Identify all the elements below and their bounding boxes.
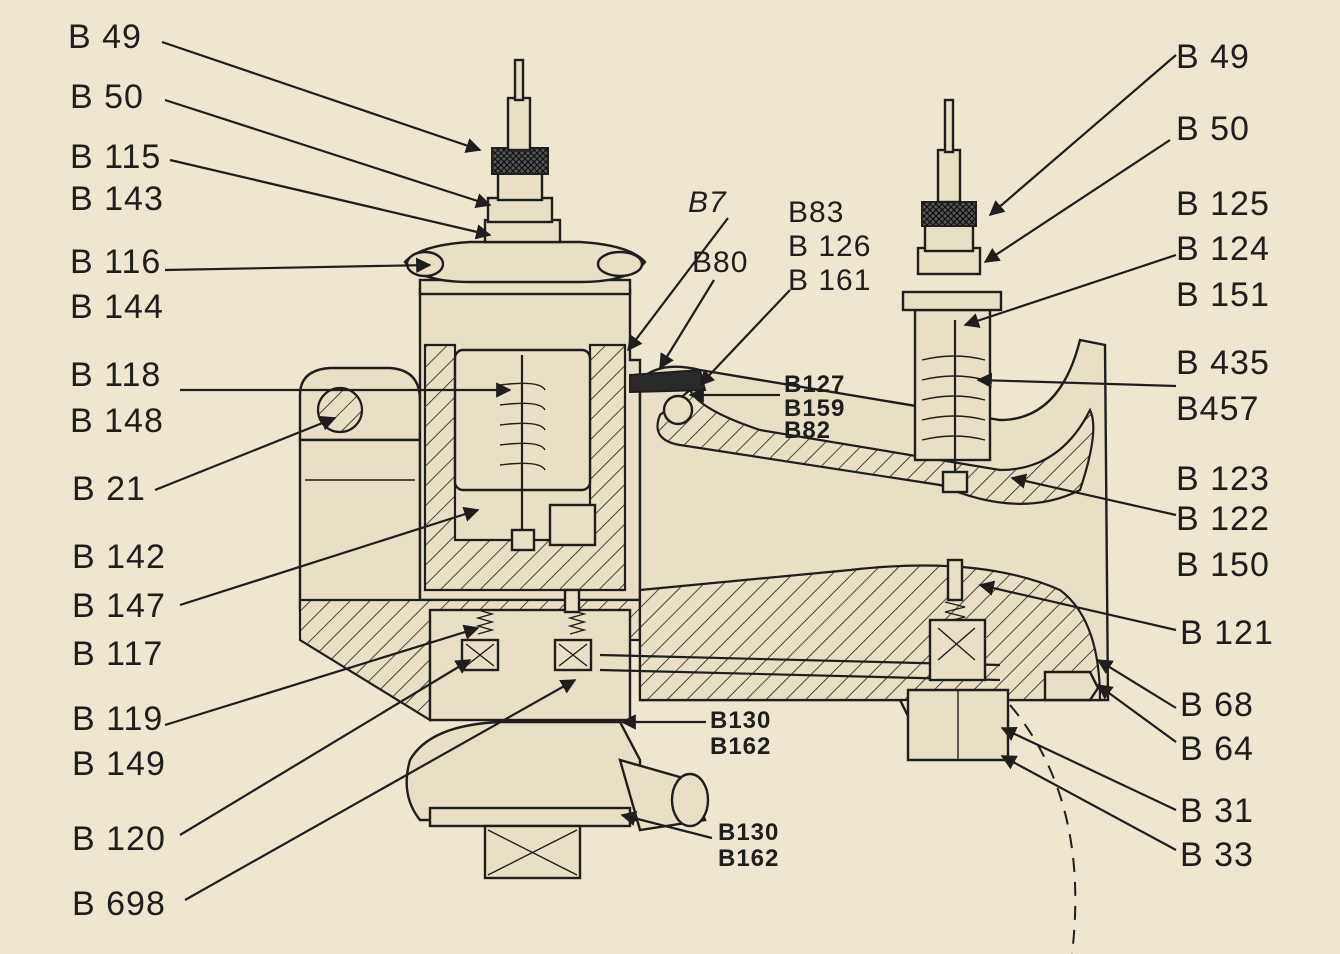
slide-top-flange [901, 290, 1003, 312]
lever-pivot [629, 368, 707, 394]
label-b118: B 118 [70, 356, 161, 394]
label-b50-right: B 50 [1176, 110, 1250, 148]
slide-knurl [921, 201, 977, 227]
lid-nut [403, 240, 647, 284]
label-b144: B 144 [70, 288, 164, 326]
label-b122: B 122 [1176, 500, 1270, 538]
labels-left: B 49 B 50 B 115 B 143 B 116 B 144 B 118 … [68, 18, 166, 923]
air-slide-column [913, 308, 992, 462]
label-b49-right: B 49 [1176, 38, 1250, 76]
needle-tip [946, 558, 964, 602]
cable-end [513, 58, 525, 102]
label-b125: B 125 [1176, 185, 1270, 223]
lid-nut-small [486, 196, 554, 224]
label-b117: B 117 [72, 635, 163, 673]
label-b50-left: B 50 [70, 78, 144, 116]
slide-adjuster-nut [916, 246, 982, 276]
label-b142: B 142 [72, 538, 166, 576]
knurled-adjuster [491, 147, 549, 175]
label-b83: B83 [788, 196, 844, 229]
label-b457: B457 [1176, 390, 1259, 428]
label-b21: B 21 [72, 470, 146, 508]
label-b162-lower: B162 [718, 845, 779, 872]
label-b126: B 126 [788, 230, 871, 263]
cable-sleeve [506, 96, 532, 152]
label-b130-lower: B130 [718, 819, 779, 846]
label-b82: B82 [784, 417, 831, 444]
label-b68: B 68 [1180, 686, 1254, 724]
label-b120: B 120 [72, 820, 166, 858]
label-b150: B 150 [1176, 546, 1270, 584]
label-b121: B 121 [1180, 614, 1274, 652]
label-b435: B 435 [1176, 344, 1270, 382]
leader-lines [154, 40, 1177, 901]
label-b149: B 149 [72, 745, 166, 783]
carburettor-drawing [298, 58, 710, 880]
label-b119: B 119 [72, 700, 163, 738]
label-b143: B 143 [70, 180, 164, 218]
label-b147: B 147 [72, 587, 166, 625]
float-needle-seat [510, 528, 536, 552]
mixing-chamber [405, 720, 642, 822]
label-b127: B127 [784, 371, 845, 398]
label-b159: B159 [784, 395, 845, 422]
throttle-lever [656, 388, 1095, 505]
float-guide [548, 503, 597, 547]
label-b80: B80 [692, 246, 748, 279]
lug-bolt-hole [316, 386, 364, 434]
label-b698: B 698 [72, 885, 166, 923]
side-chamber [298, 438, 422, 612]
label-b123: B 123 [1176, 460, 1270, 498]
adjust-screw [1043, 670, 1100, 702]
throttle-drawing [599, 98, 1110, 954]
label-b31: B 31 [1180, 792, 1254, 830]
label-b151: B 151 [1176, 276, 1270, 314]
label-b33: B 33 [1180, 836, 1254, 874]
label-b115: B 115 [70, 138, 161, 176]
throttle-housing-section [638, 564, 1102, 702]
label-b49-left: B 49 [68, 18, 142, 56]
labels-right: B 49 B 50 B 125 B 124 B 151 B 435 B457 B… [1176, 38, 1274, 874]
label-b7: B7 [688, 186, 727, 219]
label-b162-upper: B162 [710, 733, 771, 760]
label-b116: B 116 [70, 243, 161, 281]
travel-arc [1009, 704, 1077, 954]
label-b148: B 148 [70, 402, 164, 440]
bottom-flange [428, 806, 632, 828]
lid-boss [483, 218, 562, 244]
label-b130-upper: B130 [710, 707, 771, 734]
slide-cable-sleeve [936, 148, 962, 204]
adjuster-thread [496, 170, 544, 202]
label-b124: B 124 [1176, 230, 1270, 268]
labels-center: B7 B80 B83 B 126 B 161 B127 B159 B82 B13… [688, 186, 871, 872]
needle-carrier [928, 618, 987, 682]
label-b161: B 161 [788, 264, 871, 297]
label-b64: B 64 [1180, 730, 1254, 768]
